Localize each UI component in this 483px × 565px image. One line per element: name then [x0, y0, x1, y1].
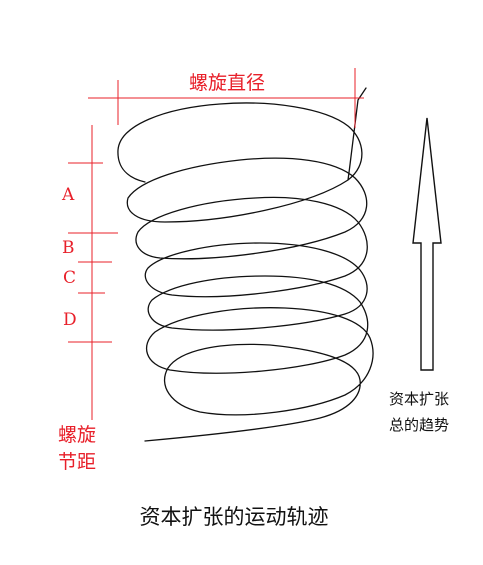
spiral-trajectory — [117, 87, 374, 442]
diagram-caption: 资本扩张的运动轨迹 — [140, 505, 329, 529]
segment-a-label: A — [61, 185, 75, 205]
segment-b-label: B — [62, 238, 75, 258]
pitch-label-line2: 节距 — [58, 451, 96, 473]
pitch-label-line1: 螺旋 — [58, 424, 96, 446]
trend-label-line1: 资本扩张 — [389, 390, 449, 408]
diameter-label: 螺旋直径 — [189, 72, 265, 94]
segment-d-label: D — [63, 310, 77, 330]
trend-label-line2: 总的趋势 — [389, 416, 449, 434]
up-arrow-icon — [412, 117, 442, 371]
segment-c-label: C — [63, 268, 76, 288]
